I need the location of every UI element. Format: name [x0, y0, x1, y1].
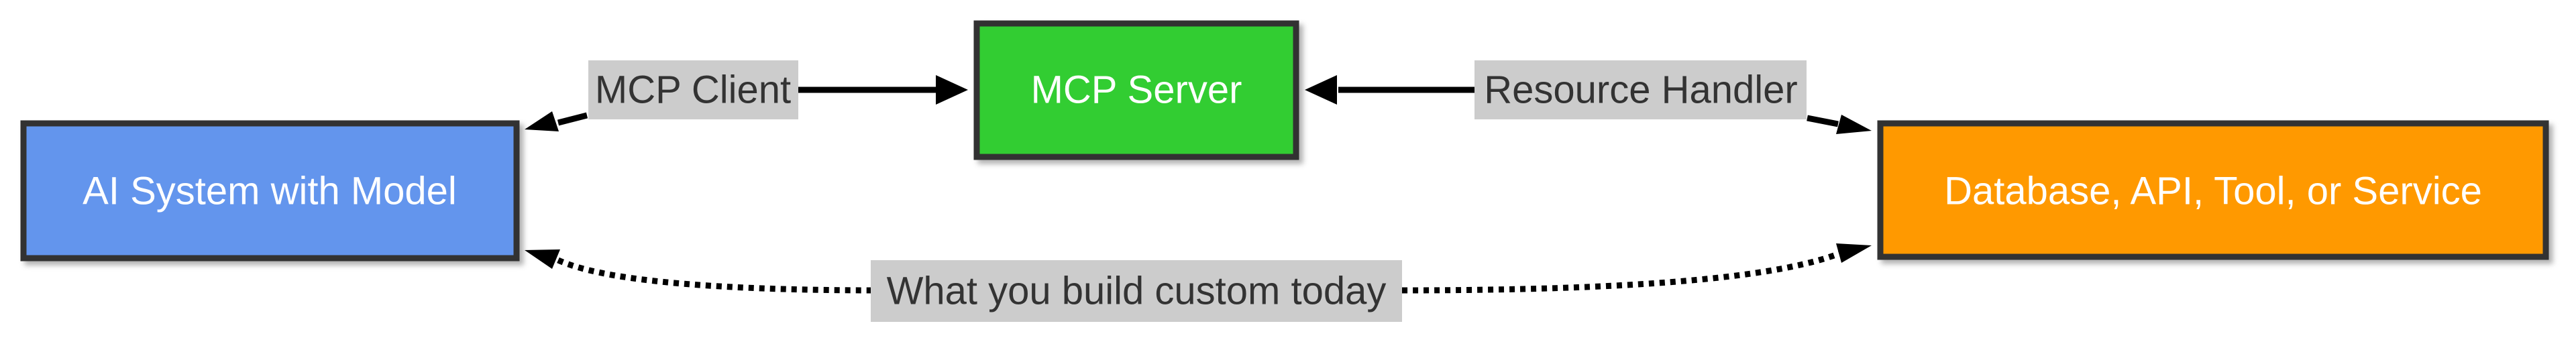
- node-mcp-server-box: [973, 20, 1299, 160]
- node-target-label: Database, API, Tool, or Service: [1944, 170, 2482, 213]
- node-ai-system-box: [20, 120, 520, 262]
- edge-label-mcp-client: MCP Client: [588, 60, 798, 119]
- node-mcp-server-label: MCP Server: [1031, 68, 1242, 112]
- arrowhead-custom-to-ai-system: [525, 249, 560, 269]
- node-target-box: [1877, 120, 2549, 260]
- edge-resource-handler-line-right: [1807, 115, 1839, 127]
- node-ai-system-label: AI System with Model: [83, 170, 457, 213]
- edge-custom: [525, 243, 1872, 294]
- node-target: Database, API, Tool, or Service: [1877, 120, 2549, 260]
- edge-resource-handler: [1305, 75, 1872, 134]
- edge-label-mcp-client-text: MCP Client: [595, 68, 791, 112]
- edge-label-resource-handler-bg: [1474, 60, 1807, 119]
- edge-label-resource-handler: Resource Handler: [1474, 60, 1807, 119]
- edge-custom-line-right: [1401, 250, 1841, 294]
- edge-label-mcp-client-bg: [588, 60, 798, 119]
- arrowhead-to-mcp-server-right: [1305, 75, 1337, 105]
- edge-label-custom-bg: [871, 260, 1402, 322]
- node-mcp-server: MCP Server: [973, 20, 1299, 160]
- arrowhead-to-ai-system: [525, 111, 559, 131]
- edge-label-custom-text: What you build custom today: [887, 270, 1387, 313]
- edge-custom-line-left: [557, 257, 871, 294]
- edge-label-custom: What you build custom today: [871, 260, 1402, 322]
- edge-mcp-client: [525, 75, 968, 131]
- arrowhead-to-target: [1836, 115, 1872, 134]
- arrowhead-custom-to-target: [1836, 243, 1872, 263]
- node-ai-system: AI System with Model: [20, 120, 520, 262]
- edge-mcp-client-line-left: [557, 112, 588, 126]
- arrowhead-to-mcp-server: [936, 75, 968, 105]
- edge-label-resource-handler-text: Resource Handler: [1484, 68, 1797, 112]
